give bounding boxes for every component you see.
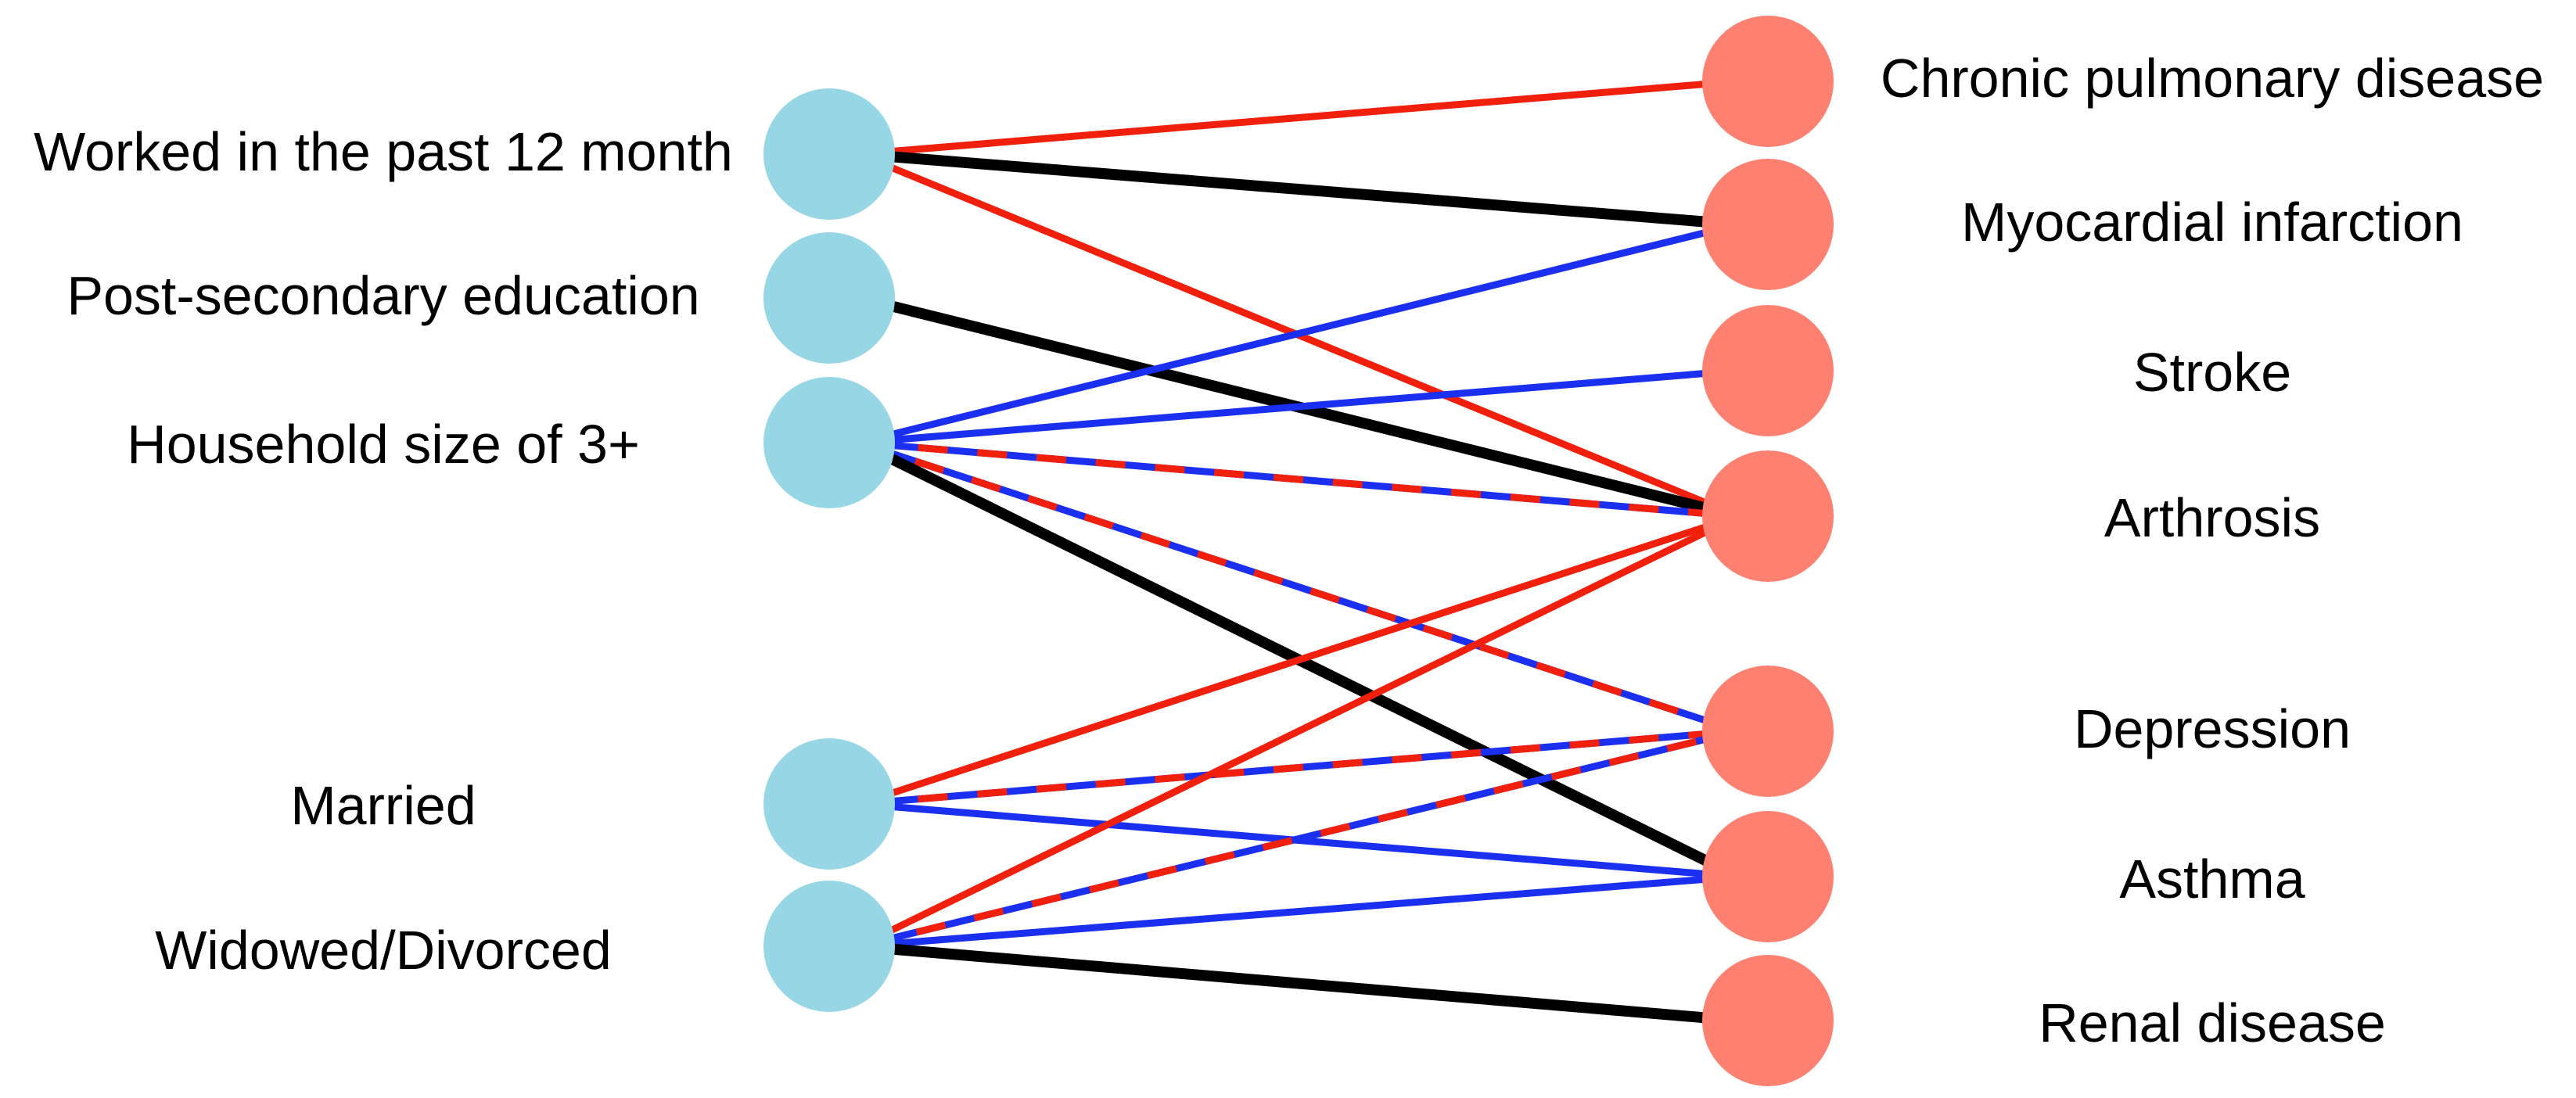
right-node-depression bbox=[1702, 666, 1834, 797]
edge-household-stroke bbox=[858, 367, 1739, 447]
right-node-label-copd: Chronic pulmonary disease bbox=[1881, 48, 2544, 109]
left-node-household bbox=[763, 377, 895, 508]
labels-layer: Worked in the past 12 monthPost-secondar… bbox=[34, 48, 2544, 1053]
left-node-widowed bbox=[763, 881, 895, 1012]
left-node-label-household: Household size of 3+ bbox=[127, 414, 640, 475]
edge-line-mixed-base bbox=[857, 727, 1740, 950]
left-node-label-widowed: Widowed/Divorced bbox=[155, 920, 612, 981]
edges-layer bbox=[856, 77, 1741, 1026]
edge-line-blue bbox=[858, 873, 1739, 950]
right-node-renal bbox=[1702, 955, 1834, 1086]
right-node-label-arthrosis: Arthrosis bbox=[2104, 487, 2320, 548]
edge-worked-mi bbox=[858, 149, 1739, 230]
right-node-label-depression: Depression bbox=[2074, 698, 2351, 759]
right-node-mi bbox=[1702, 159, 1834, 290]
edge-line-red bbox=[857, 512, 1740, 808]
edge-worked-copd bbox=[858, 77, 1739, 158]
right-node-arthrosis bbox=[1702, 450, 1834, 582]
edge-widowed-arthrosis bbox=[857, 512, 1741, 950]
edge-line-red bbox=[858, 77, 1739, 158]
edge-household-arthrosis bbox=[858, 439, 1739, 520]
right-node-label-mi: Myocardial infarction bbox=[1961, 192, 2463, 253]
edge-line-red bbox=[857, 512, 1741, 950]
edge-widowed-depression bbox=[857, 727, 1740, 950]
edge-household-mi bbox=[857, 221, 1740, 447]
left-node-postsec bbox=[763, 232, 895, 364]
right-node-label-asthma: Asthma bbox=[2119, 849, 2305, 910]
edge-line-blue bbox=[858, 367, 1739, 447]
edge-married-arthrosis bbox=[857, 512, 1740, 808]
nodes-layer bbox=[763, 16, 1834, 1086]
left-node-label-married: Married bbox=[290, 775, 476, 836]
edge-line-mixed-dash bbox=[858, 439, 1739, 520]
edge-widowed-asthma bbox=[858, 873, 1739, 950]
edge-married-depression bbox=[858, 727, 1739, 808]
edge-line-blue bbox=[857, 221, 1740, 447]
right-node-label-renal: Renal disease bbox=[2039, 992, 2386, 1053]
edge-line-mixed-dash bbox=[858, 727, 1739, 808]
edge-line-black bbox=[858, 941, 1739, 1026]
edge-widowed-renal bbox=[858, 941, 1739, 1026]
edge-household-depression bbox=[857, 439, 1740, 735]
right-node-asthma bbox=[1702, 811, 1834, 942]
left-node-worked bbox=[763, 88, 895, 220]
left-node-label-postsec: Post-secondary education bbox=[66, 265, 699, 326]
right-node-label-stroke: Stroke bbox=[2133, 342, 2291, 403]
right-node-copd bbox=[1702, 16, 1834, 147]
edge-line-mixed-base bbox=[857, 439, 1740, 735]
edge-line-black bbox=[858, 149, 1739, 230]
right-node-stroke bbox=[1702, 305, 1834, 436]
left-node-married bbox=[763, 738, 895, 870]
left-node-label-worked: Worked in the past 12 month bbox=[34, 121, 733, 182]
